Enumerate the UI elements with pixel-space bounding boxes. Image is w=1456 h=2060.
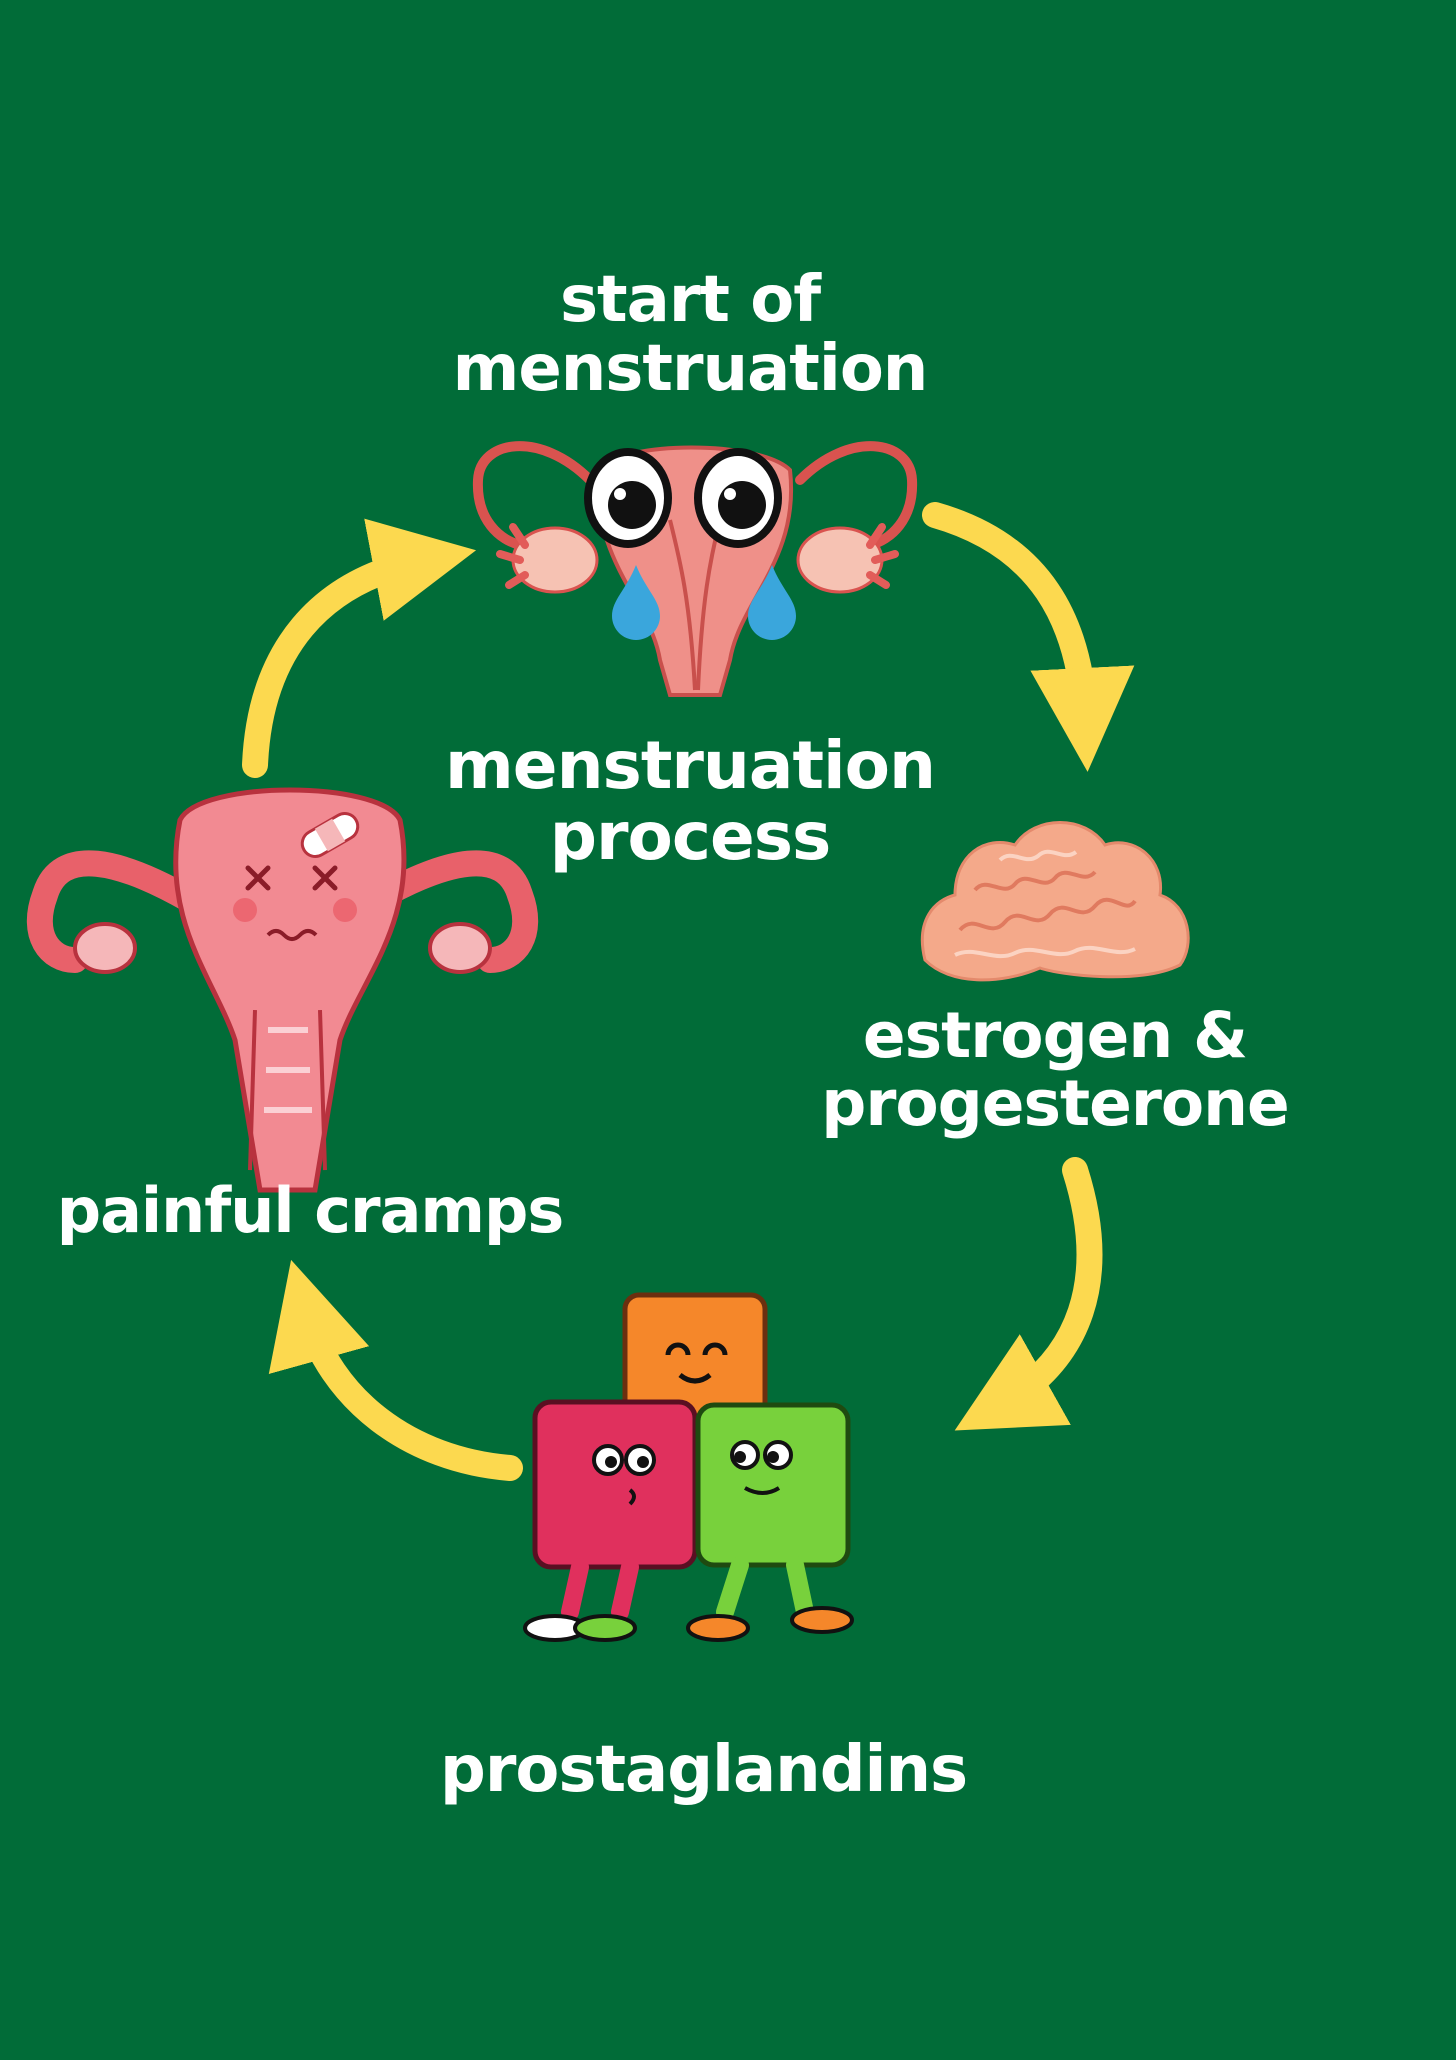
cube-characters-icon bbox=[523, 1292, 854, 1642]
center-label-line: process bbox=[549, 798, 832, 876]
stage-label-line: start of bbox=[559, 263, 821, 337]
stage-label-line: prostaglandins bbox=[440, 1733, 968, 1807]
arrow-start-to-hormones bbox=[922, 502, 1135, 772]
stage-label-line: menstruation bbox=[452, 332, 929, 407]
stage-label-start-of-menstruation: start of menstruation bbox=[440, 263, 940, 407]
stage-label-line: estrogen & bbox=[862, 999, 1248, 1072]
arrow-cramps-to-start bbox=[242, 518, 477, 778]
uterine-lining-tissue-icon bbox=[920, 821, 1190, 982]
arrow-prostaglandins-to-cramps bbox=[268, 1259, 523, 1481]
center-label-menstruation-process: menstruation process bbox=[440, 730, 940, 873]
arrow-hormones-to-prostaglandins bbox=[954, 1157, 1103, 1431]
hurt-uterus-icon bbox=[26, 787, 539, 1193]
stage-label-prostaglandins: prostaglandins bbox=[440, 1733, 968, 1807]
stage-label-line: painful cramps bbox=[56, 1174, 565, 1247]
crying-uterus-icon bbox=[472, 441, 918, 697]
stage-label-line: progesterone bbox=[821, 1067, 1290, 1141]
center-label-line: menstruation bbox=[445, 727, 936, 804]
stage-label-estrogen-progesterone: estrogen & progesterone bbox=[820, 999, 1290, 1141]
stage-label-painful-cramps: painful cramps bbox=[40, 1174, 580, 1247]
